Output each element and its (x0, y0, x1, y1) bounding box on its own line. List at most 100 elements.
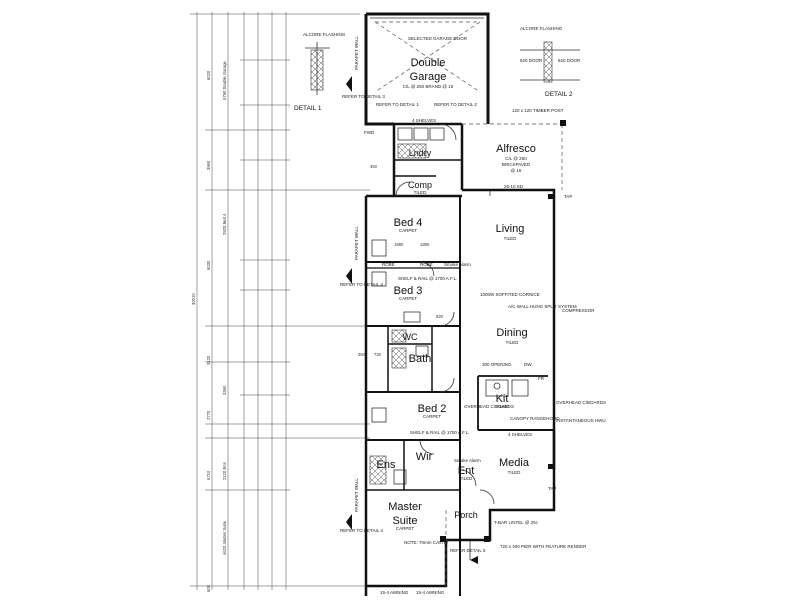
room-bed4-sub: CARPET (399, 228, 418, 233)
room-living: Living (496, 223, 525, 235)
walls (364, 12, 563, 596)
dim-4620: 4620 Master Suite (222, 520, 227, 555)
note-4-shelves: 4 SHELVES (412, 118, 436, 123)
room-comp: Comp (408, 180, 432, 190)
note-refer-detail-4b: REFER TO DETAIL 4 (340, 528, 383, 533)
dim-2120: 2120 Ens (222, 462, 227, 480)
dim-1890-a: 1890 (394, 242, 404, 247)
dim-2920: 2920 Bed 4 (222, 213, 227, 235)
note-timber-post: 120 x 120 TIMBER POST (512, 108, 564, 113)
dimension-strings: 30010 6020 5790 Double Garage 3960 6030 … (190, 12, 370, 592)
room-bath: Bath (409, 353, 432, 365)
room-porch: Porch (454, 510, 478, 520)
note-smoke-alarm-2: Smoke Alarm (454, 458, 481, 463)
note-parapet-1: PARAPET WALL (354, 36, 359, 70)
note-dw: DW (524, 362, 532, 367)
room-bed2-sub: CARPET (423, 414, 442, 419)
alcore-flashing-label-2: ALCORE FLASHING (520, 26, 563, 31)
note-instantaneous: INSTANTANEOUS HWU (556, 418, 606, 423)
note-tap-1: TAP (564, 194, 572, 199)
note-fr: FR (538, 376, 545, 381)
room-alfresco-sub3: @ 16 (511, 168, 522, 173)
note-garage-door: SELECTED GARAGE DOOR (408, 36, 468, 41)
detail-1-label: DETAIL 1 (294, 105, 322, 112)
room-comp-sub: TILED (414, 190, 428, 195)
dim-overall: 30010 (191, 293, 196, 305)
note-awning-1: 15-4 AWNING (380, 590, 409, 595)
room-ens: Ens (377, 459, 396, 471)
note-pier: 720 x 400 PIER WITH FEATURE RENDER (500, 544, 587, 549)
dim-6020: 6020 (206, 70, 211, 80)
dim-730: 730 (374, 352, 382, 357)
note-refer-detail-2: REFER TO DETAIL 2 (434, 102, 477, 107)
room-labels: Double Garage C/L @ 250 BRAND @ 16 Alfre… (377, 57, 536, 531)
room-wc: WC (403, 332, 418, 342)
note-refer-detail-1: REFER TO DETAIL 1 (376, 102, 419, 107)
room-ent: Ent (458, 465, 475, 477)
room-wir: Wir (416, 451, 433, 463)
dim-2770: 2770 (206, 410, 211, 420)
room-kit-sub: TILED (496, 404, 510, 409)
room-alfresco-sub1: C/L @ 250 (505, 156, 527, 161)
fixtures (346, 76, 566, 564)
dim-3120: 3120 (206, 355, 211, 365)
dim-600: 600 (206, 584, 211, 592)
room-media: Media (499, 457, 530, 469)
note-4-shelves-b: 4 SHELVES (508, 432, 532, 437)
room-dining-sub: TILED (506, 340, 520, 345)
note-refer-detail-4: REFER TO DETAIL 4 (340, 282, 383, 287)
note-tbar-lintel: T-BAR LINTEL @ 25c (494, 520, 539, 525)
note-shelf-rail-1: SHELF & RAIL @ 1700 A.F.L. (398, 276, 457, 281)
room-kit: Kit (496, 393, 509, 405)
dim-1890-b: 1890 (420, 242, 430, 247)
room-alfresco: Alfresco (496, 143, 536, 155)
note-smoke-alarm: Smoke Alarm (444, 262, 471, 267)
room-living-sub: TILED (504, 236, 518, 241)
note-refer-detail-3: REFER TO DETAIL 3 (342, 94, 385, 99)
plan-notes: SELECTED GARAGE DOOR PARAPET WALL PARAPE… (340, 36, 606, 595)
room-master-line2: Suite (392, 515, 417, 527)
alcore-flashing-label: ALCORE FLASHING (303, 32, 346, 37)
note-parapet-2: PARAPET WALL (354, 226, 359, 260)
dim-350-b: 350 (358, 352, 366, 357)
room-master-line1: Master (388, 501, 422, 513)
dim-3960: 3960 (206, 160, 211, 170)
detail-2: ALCORE FLASHING 820 DOOR 820 DOOR DETAIL… (520, 26, 581, 98)
dim-820: 820 (436, 314, 444, 319)
note-canopy: CANOPY RANGEHOOD (510, 416, 560, 421)
note-cavity: NOTE: 70mm CAVITY (404, 540, 449, 545)
room-master-sub: CARPET (396, 526, 415, 531)
room-ent-sub: TILED (460, 476, 474, 481)
door-820-label-a: 820 DOOR (520, 58, 543, 63)
room-media-sub: TILED (508, 470, 522, 475)
room-lndry: Lndry (409, 148, 432, 158)
detail-1: ALCORE FLASHING DETAIL 1 (294, 32, 346, 112)
dim-350-a: 350 (370, 164, 378, 169)
room-bed3: Bed 3 (394, 285, 423, 297)
note-fwd: FWD (364, 130, 375, 135)
room-alfresco-sub2: BRICKPAVED (502, 162, 531, 167)
dim-6030: 6030 (206, 260, 211, 270)
dim-6710: 6710 (206, 470, 211, 480)
note-refer-detail-5: REFER DETAIL 5 (450, 548, 486, 553)
room-double-garage-sub: C/L @ 250 BRAND @ 16 (403, 84, 454, 89)
note-ac-split: A/C WALL HUNG SPLIT SYSTEM (508, 304, 577, 309)
note-opening: 300 OPENING (482, 362, 512, 367)
room-double-garage-line1: Double (411, 57, 446, 69)
dim-3360: 3360 (222, 385, 227, 395)
room-double-garage-line2: Garage (410, 71, 447, 83)
dim-5790: 5790 Double Garage (222, 60, 227, 100)
room-bed4: Bed 4 (394, 217, 423, 229)
note-soffited-cornice: 1000W SOFFITED CORNICE (480, 292, 540, 297)
note-robe-1: ROBE (382, 262, 395, 267)
room-bed2: Bed 2 (418, 403, 447, 415)
note-parapet-3: PARAPET WALL (354, 478, 359, 512)
note-overhead-2: OVERHEAD C/BOARDS (556, 400, 606, 405)
note-overhead-1: OVERHEAD C/BOARDS (464, 404, 514, 409)
note-robe-2: ROBE (420, 262, 433, 267)
wet-area-hatching (369, 143, 427, 485)
door-820-label-b: 820 DOOR (558, 58, 581, 63)
room-bed3-sub: CARPET (399, 296, 418, 301)
note-shelf-rail-2: SHELF & RAIL @ 1700 A.F.L. (410, 430, 469, 435)
